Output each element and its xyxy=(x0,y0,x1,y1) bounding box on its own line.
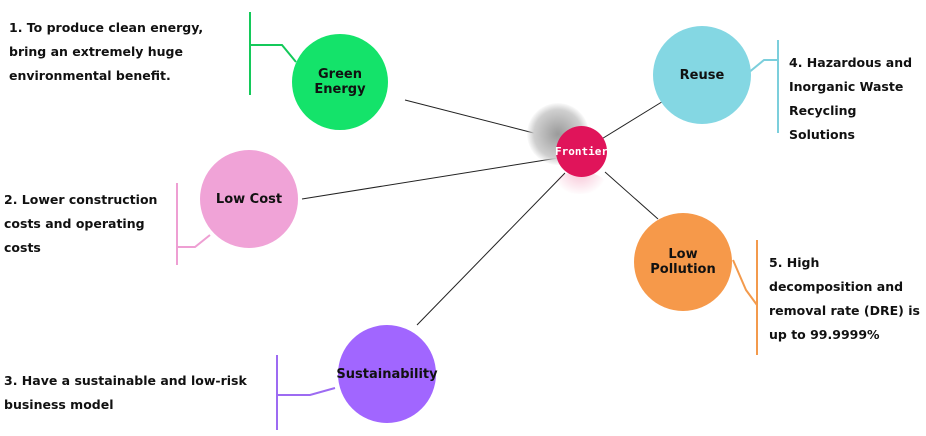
node-sustainability[interactable]: Sustainability xyxy=(336,325,438,423)
desc-low-cost-line1: 2. Lower construction xyxy=(4,192,158,207)
desc-low-cost-line2: costs and operating xyxy=(4,216,145,231)
node-low-pollution-label: Low Pollution xyxy=(650,247,716,277)
desc-green-energy-line2: bring an extremely huge xyxy=(9,44,183,59)
desc-reuse-line2: Inorganic Waste xyxy=(789,79,904,94)
desc-green-energy: 1. To produce clean energy, bring an ext… xyxy=(9,16,203,88)
desc-sustainability: 3. Have a sustainable and low-risk busin… xyxy=(4,369,247,417)
node-green-energy-label: Green Energy xyxy=(314,67,366,97)
desc-reuse: 4. Hazardous and Inorganic Waste Recycli… xyxy=(789,51,926,147)
desc-low-cost: 2. Lower construction costs and operatin… xyxy=(4,188,157,260)
desc-low-pollution-line4: up to 99.9999% xyxy=(769,327,880,342)
desc-low-pollution-line1: 5. High xyxy=(769,255,820,270)
desc-sustainability-line1: 3. Have a sustainable and low-risk xyxy=(4,373,247,388)
desc-reuse-line1: 4. Hazardous and xyxy=(789,55,913,70)
desc-low-pollution-line2: decomposition and xyxy=(769,279,904,294)
desc-low-pollution: 5. High decomposition and removal rate (… xyxy=(769,251,920,347)
bracket-pollution xyxy=(732,240,758,355)
bracket-cost xyxy=(176,183,211,265)
desc-reuse-line3: Recycling Solutions xyxy=(789,103,857,142)
node-low-cost-label: Low Cost xyxy=(215,191,283,207)
spoke-cost xyxy=(301,157,559,200)
bracket-sustain xyxy=(276,355,336,430)
desc-green-energy-line1: 1. To produce clean energy, xyxy=(9,20,204,35)
spoke-reuse xyxy=(599,99,666,141)
bracket-green xyxy=(249,12,297,95)
node-low-pollution[interactable]: Low Pollution xyxy=(634,213,732,311)
node-green-energy[interactable]: Green Energy xyxy=(292,34,388,130)
node-reuse[interactable]: Reuse xyxy=(653,26,751,124)
center-node-label: Frontier xyxy=(555,145,608,158)
desc-green-energy-line3: environmental benefit. xyxy=(9,68,171,83)
desc-low-pollution-line3: removal rate (DRE) is xyxy=(769,303,920,318)
node-low-cost[interactable]: Low Cost xyxy=(200,150,298,248)
node-sustainability-label: Sustainability xyxy=(336,366,438,382)
center-reflection xyxy=(555,172,605,194)
desc-low-cost-line3: costs xyxy=(4,240,41,255)
spoke-sustain xyxy=(416,172,566,326)
center-node-frontier[interactable]: Frontier xyxy=(555,126,608,177)
node-reuse-label: Reuse xyxy=(679,67,725,83)
spoke-pollution xyxy=(604,171,659,220)
desc-sustainability-line2: business model xyxy=(4,397,114,412)
